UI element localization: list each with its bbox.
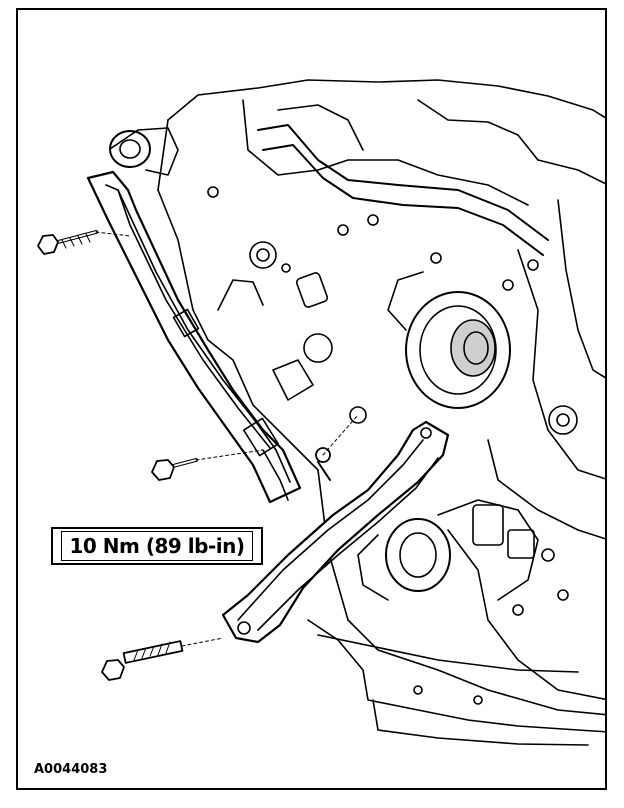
lower-chain-guide xyxy=(221,420,450,644)
bolt-upper xyxy=(37,230,131,255)
torque-value: 10 Nm (89 lb-in) xyxy=(60,531,254,561)
engine-front-illustration xyxy=(37,79,605,746)
bolt-long-lower xyxy=(101,637,224,681)
bolt-middle xyxy=(151,449,264,481)
torque-callout: 10 Nm (89 lb-in) xyxy=(51,527,263,565)
upper-chain-guide xyxy=(86,170,302,504)
figure-id: A0044083 xyxy=(34,762,108,777)
illustration-frame: 10 Nm (89 lb-in) A0044083 xyxy=(16,8,607,790)
bolt-tensioner xyxy=(315,414,359,481)
